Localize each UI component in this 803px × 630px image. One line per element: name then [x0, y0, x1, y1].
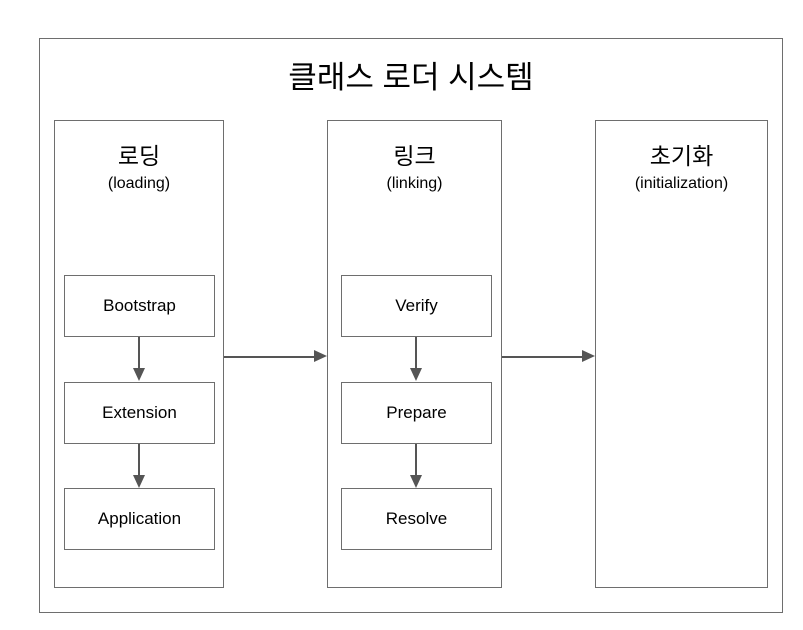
- step-label-extension: Extension: [102, 403, 177, 422]
- step-box-resolve: Resolve: [341, 488, 492, 550]
- arrow-shaft: [415, 444, 417, 477]
- arrow-linking-to-initialization: [502, 350, 595, 364]
- phase-name-ko-linking: 링크: [393, 143, 436, 169]
- step-box-prepare: Prepare: [341, 382, 492, 444]
- step-label-application: Application: [97, 509, 182, 528]
- arrow-shaft: [138, 337, 140, 370]
- arrow-head-right-icon: [582, 350, 595, 362]
- step-label-bootstrap: Bootstrap: [103, 296, 176, 315]
- arrow-shaft: [502, 356, 583, 358]
- phase-heading-initialization: 초기화 (initialization): [596, 141, 767, 195]
- phase-name-ko-loading: 로딩: [117, 143, 161, 169]
- step-label-verify: Verify: [395, 296, 438, 315]
- arrow-head-down-icon: [410, 475, 422, 488]
- phase-heading-loading: 로딩 (loading): [55, 141, 223, 195]
- phase-name-en-linking: (linking): [386, 175, 443, 192]
- diagram-title: 클래스 로더 시스템: [288, 60, 534, 95]
- step-label-prepare: Prepare: [386, 403, 447, 422]
- arrow-loading-to-linking: [224, 350, 327, 364]
- arrow-verify-to-prepare: [410, 337, 422, 382]
- arrow-head-down-icon: [133, 475, 145, 488]
- arrow-shaft: [138, 444, 140, 477]
- step-box-application: Application: [64, 488, 215, 550]
- step-label-resolve: Resolve: [385, 509, 448, 528]
- step-box-verify: Verify: [341, 275, 492, 337]
- phase-heading-linking: 링크 (linking): [328, 141, 501, 195]
- arrow-head-down-icon: [410, 368, 422, 381]
- phase-panel-initialization: 초기화 (initialization): [595, 120, 768, 588]
- phase-name-en-initialization: (initialization): [634, 175, 729, 192]
- phase-panel-linking: 링크 (linking) Verify Prepare Resolve: [327, 120, 502, 588]
- arrow-shaft: [224, 356, 315, 358]
- step-box-bootstrap: Bootstrap: [64, 275, 215, 337]
- arrow-bootstrap-to-extension: [133, 337, 145, 382]
- arrow-head-right-icon: [314, 350, 327, 362]
- arrow-extension-to-application: [133, 444, 145, 489]
- phase-name-en-loading: (loading): [107, 175, 171, 192]
- phase-name-ko-initialization: 초기화: [649, 143, 714, 169]
- arrow-prepare-to-resolve: [410, 444, 422, 489]
- arrow-shaft: [415, 337, 417, 370]
- arrow-head-down-icon: [133, 368, 145, 381]
- step-box-extension: Extension: [64, 382, 215, 444]
- phase-panel-loading: 로딩 (loading) Bootstrap Extension Applica…: [54, 120, 224, 588]
